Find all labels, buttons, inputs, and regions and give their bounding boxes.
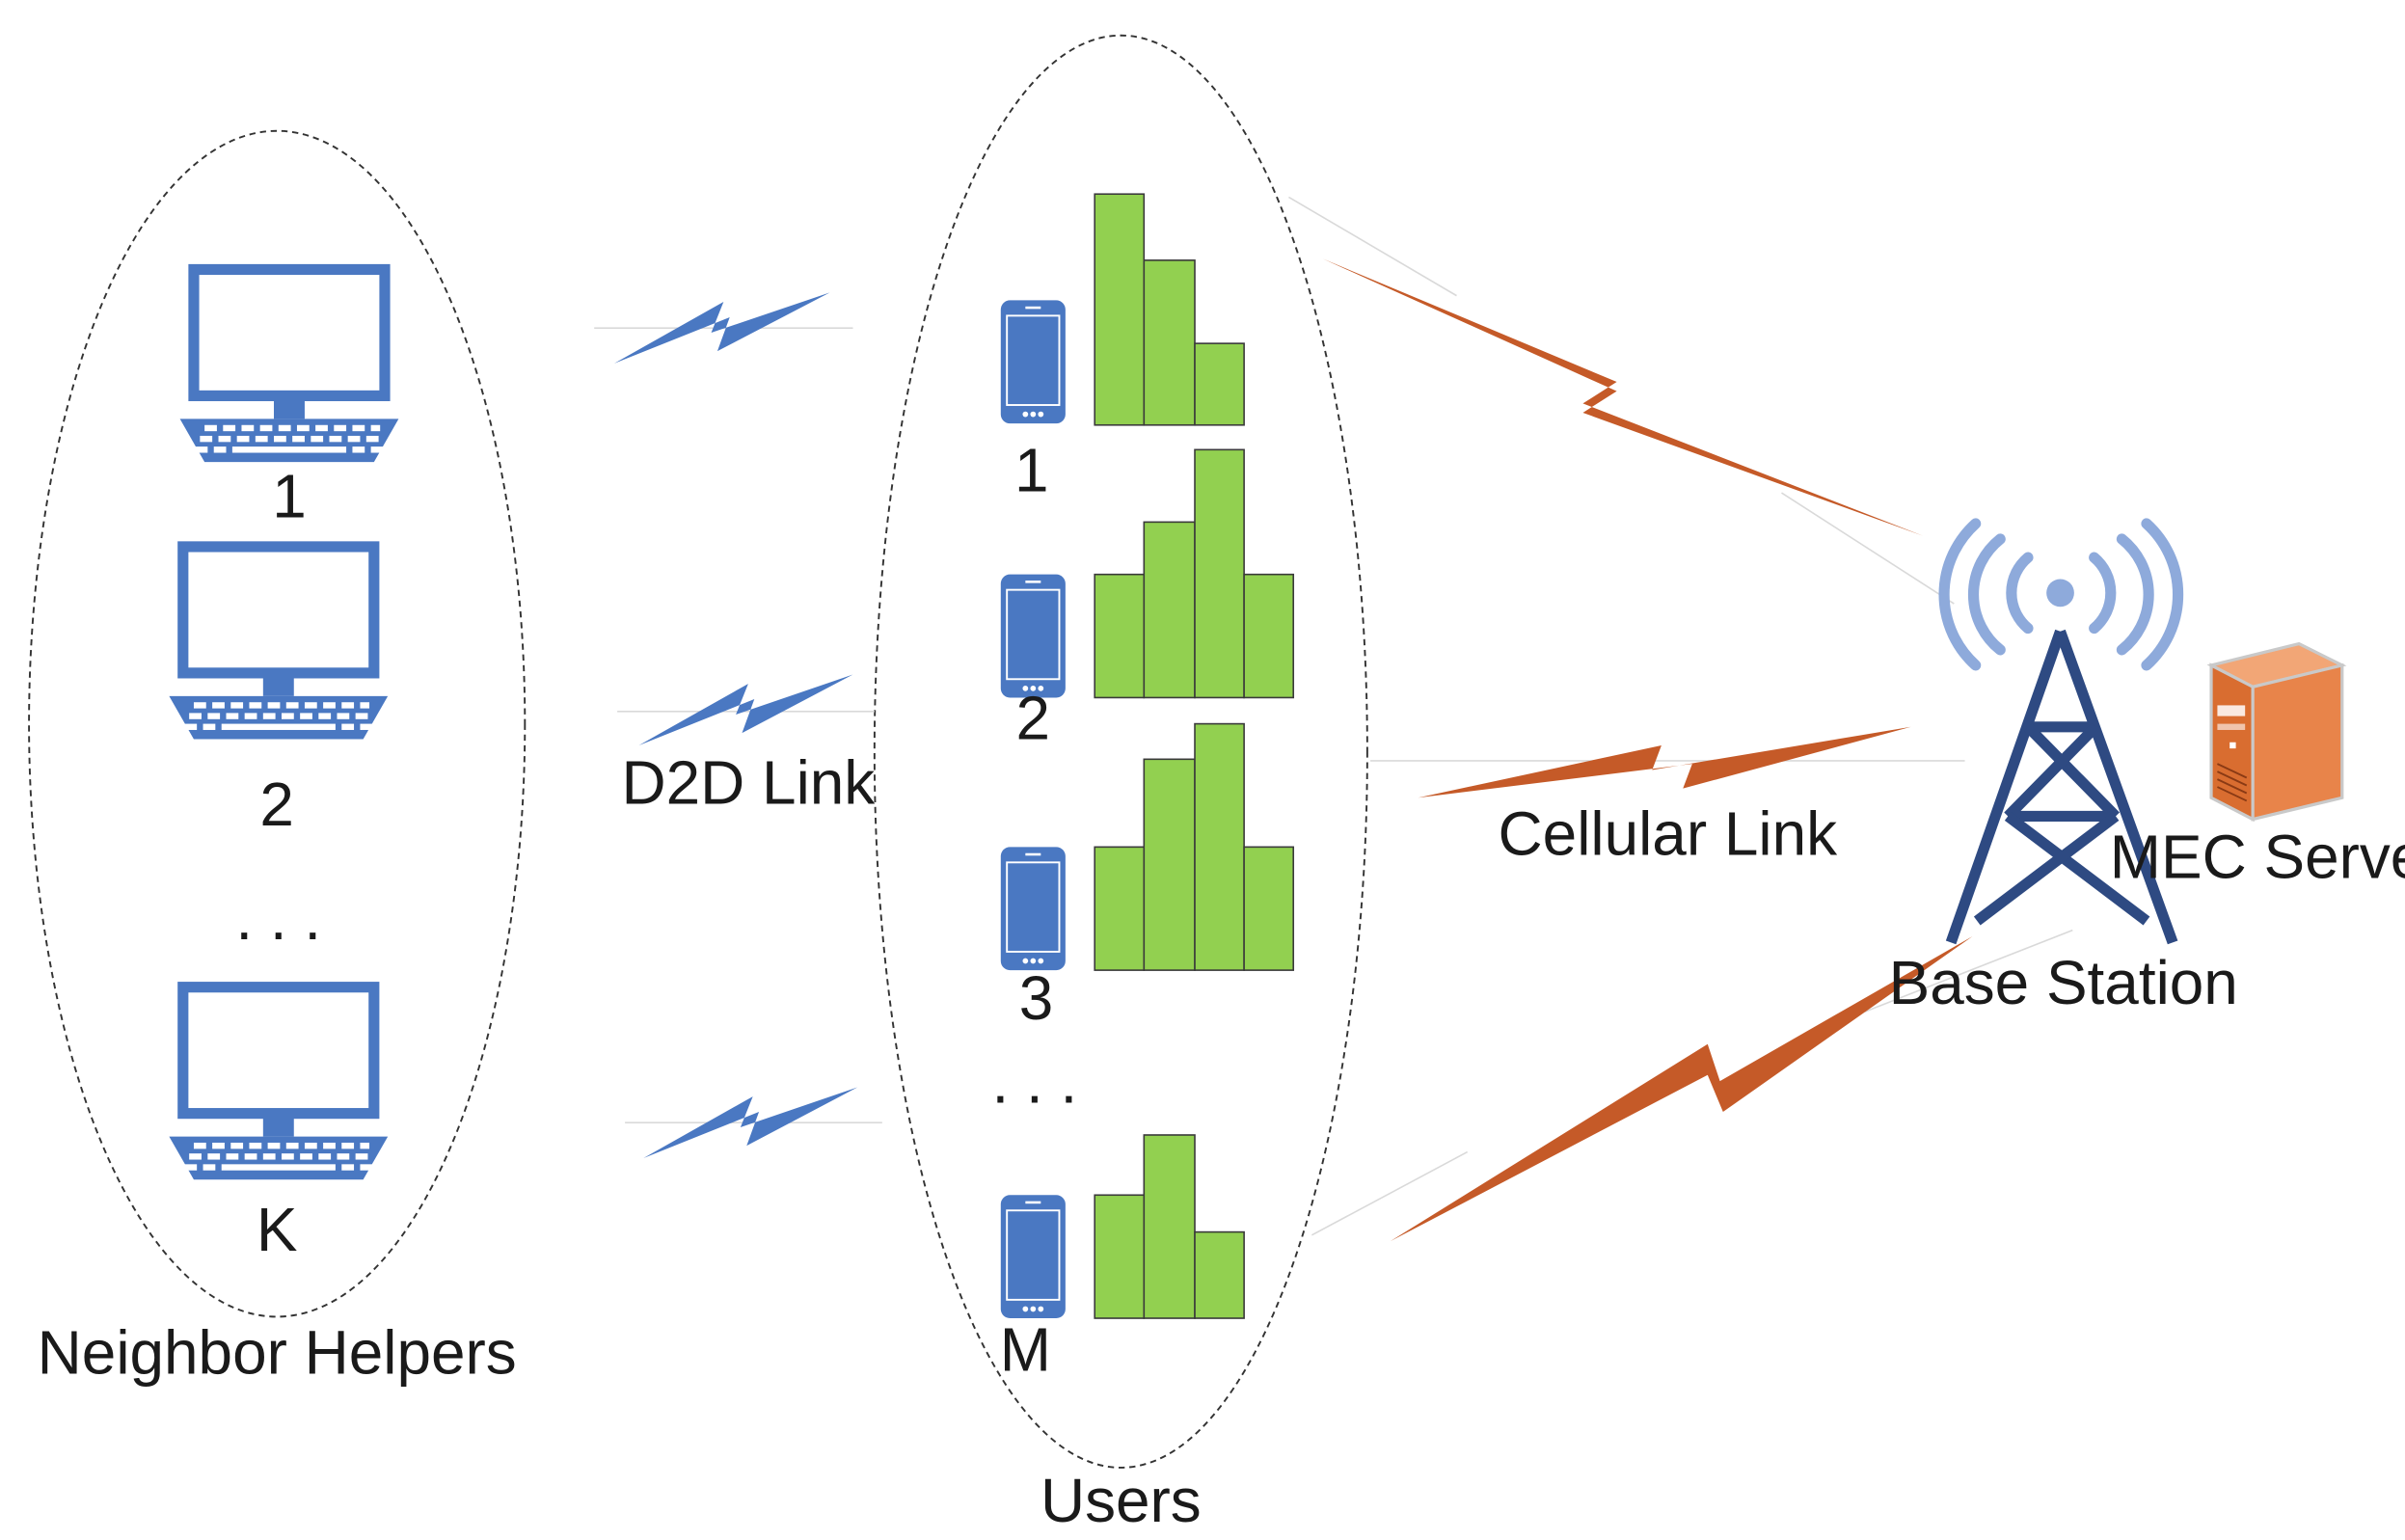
d2d-link-label: D2D Link [622,748,877,818]
user-1-task-queue [1094,193,1245,426]
d2d-link-2-lightning-icon [638,674,853,745]
users-group [873,34,1368,1469]
helper-k-label: K [257,1195,298,1264]
user-2-task-queue [1094,448,1295,699]
helper-2-laptop-icon [169,547,388,740]
helper-k-laptop-icon [169,987,388,1180]
user-1-label: 1 [1014,435,1049,504]
users-ellipsis: . . . [992,1046,1078,1116]
user-3-task-queue [1094,722,1295,971]
base-station-cell-tower-icon [1938,518,2184,945]
d2d-link-3-lightning-icon [643,1087,858,1158]
neighbor-helpers-group [28,129,527,1318]
helper-1-laptop-icon [180,269,399,462]
mec-server-label: MEC Server [2110,822,2405,891]
d2d-link-1-lightning-icon [613,292,830,364]
user-m-smartphone-icon [999,1194,1067,1319]
cellular-link-2-lightning-icon [1418,726,1911,798]
user-1-smartphone-icon [999,299,1067,425]
cellular-link-3-lightning-icon [1390,935,1973,1242]
base-station-label: Base Station [1889,948,2238,1017]
users-label: Users [1040,1466,1202,1535]
user-3-smartphone-icon [999,846,1067,972]
helpers-ellipsis: . . . [235,883,321,953]
user-m-task-queue [1094,1134,1245,1319]
helper-1-label: 1 [272,462,307,531]
cellular-link-1-lightning-icon [1322,258,1924,536]
neighbor-helpers-label: Neighbor Helpers [38,1318,517,1388]
user-3-label: 3 [1019,963,1054,1033]
helper-2-label: 2 [259,770,294,839]
user-m-label: M [1000,1314,1051,1384]
mec-server-icon [2206,641,2347,823]
user-2-label: 2 [1016,684,1051,753]
user-2-smartphone-icon [999,573,1067,699]
cellular-link-label: Cellular Link [1499,798,1839,868]
